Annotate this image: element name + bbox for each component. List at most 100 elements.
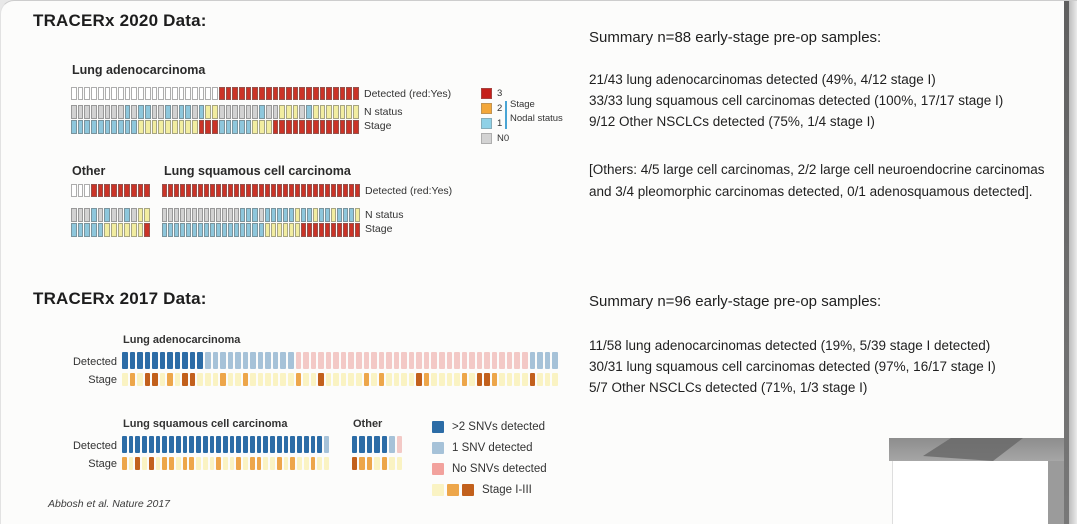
- heatmap-cell: [242, 373, 249, 386]
- heatmap-cell: [138, 87, 144, 100]
- heatmap-cell: [280, 352, 287, 369]
- heatmap-cell: [446, 373, 453, 386]
- heatmap-cell: [303, 436, 309, 453]
- heatmap-cell: [279, 87, 285, 100]
- heatmap-cell: [152, 373, 158, 386]
- heatmap-cell: [186, 223, 192, 237]
- heatmap-cell: [228, 223, 234, 237]
- heatmap-cell: [84, 87, 91, 100]
- stage1-code: 1: [497, 118, 503, 129]
- heatmap-cell: [196, 457, 201, 470]
- heatmap-cell: [300, 208, 306, 222]
- heatmap-cell: [292, 87, 299, 100]
- heatmap-cell: [393, 373, 400, 386]
- heatmap-cell: [234, 208, 240, 222]
- heatmap-cell: [91, 208, 97, 222]
- heatmap-cell: [238, 120, 245, 134]
- heatmap-cell: [252, 223, 258, 237]
- heatmap-cell: [77, 87, 84, 100]
- overlay-dark-shape: [923, 438, 1023, 461]
- heatmap-cell: [192, 208, 198, 222]
- overlay-white-panel: [892, 461, 1049, 524]
- heatmap-cell: [97, 120, 104, 134]
- heatmap-cell: [286, 120, 292, 134]
- summary-2017-line: 5/7 Other NSCLCs detected (71%, 1/3 stag…: [589, 380, 868, 395]
- heatmap-cell: [162, 436, 168, 453]
- section-title-2020: TRACERx 2020 Data:: [33, 11, 207, 30]
- heatmap-cell: [167, 352, 173, 369]
- heatmap-cell: [280, 373, 287, 386]
- heatmap-cell: [283, 457, 289, 470]
- heatmap-cell: [276, 208, 282, 222]
- heatmap-cell: [258, 208, 264, 222]
- heatmap-cell: [514, 352, 520, 369]
- heatmap-cell: [91, 120, 97, 134]
- heatmap-cell: [167, 373, 173, 386]
- heatmap-cell: [386, 352, 392, 369]
- heatmap-cell: [148, 457, 154, 470]
- heatmap-cell: [537, 352, 543, 369]
- heatmap-cell: [144, 184, 151, 197]
- heatmap-cell: [300, 184, 306, 197]
- heatmap-cell: [158, 87, 165, 100]
- heatmap-cell: [499, 373, 505, 386]
- lusc-2020-detected-strip: [162, 184, 361, 197]
- heatmap-cell: [205, 87, 212, 100]
- heatmap-cell: [122, 352, 128, 369]
- lusc-2017-title: Lung squamous cell carcinoma: [123, 418, 288, 430]
- heatmap-cell: [189, 457, 195, 470]
- heatmap-cell: [205, 105, 212, 119]
- stage3-code: 3: [497, 88, 503, 99]
- heatmap-cell: [342, 223, 348, 237]
- stage2-swatch: [481, 103, 492, 114]
- heatmap-cell: [202, 457, 208, 470]
- heatmap-cell: [228, 184, 234, 197]
- heatmap-cell: [159, 373, 166, 386]
- heatmap-cell: [118, 120, 124, 134]
- heatmap-cell: [175, 436, 181, 453]
- heatmap-cell: [348, 184, 354, 197]
- heatmap-cell: [245, 120, 252, 134]
- other-2020-stage-strip: [71, 223, 151, 237]
- heatmap-cell: [191, 120, 198, 134]
- heatmap-cell: [104, 120, 111, 134]
- heatmap-cell: [174, 373, 181, 386]
- stage2-code: 2: [497, 103, 503, 114]
- heatmap-cell: [355, 208, 361, 222]
- heatmap-cell: [252, 208, 258, 222]
- heatmap-cell: [135, 436, 141, 453]
- heatmap-cell: [197, 352, 204, 369]
- heatmap-cell: [227, 373, 234, 386]
- heatmap-cell: [71, 87, 77, 100]
- heatmap-cell: [283, 436, 289, 453]
- heatmap-cell: [326, 87, 333, 100]
- heatmap-cell: [169, 457, 174, 470]
- heatmap-cell: [408, 373, 415, 386]
- heatmap-cell: [180, 208, 186, 222]
- heatmap-cell: [259, 87, 265, 100]
- heatmap-cell: [310, 436, 316, 453]
- heatmap-cell: [204, 208, 210, 222]
- heatmap-cell: [137, 184, 144, 197]
- heatmap-cell: [324, 208, 330, 222]
- heatmap-cell: [171, 87, 178, 100]
- heatmap-cell: [294, 208, 300, 222]
- heatmap-cell: [303, 352, 309, 369]
- heatmap-cell: [192, 184, 198, 197]
- legend-2020-nodal-group-label: Nodal status: [510, 113, 563, 124]
- heatmap-cell: [256, 457, 262, 470]
- heatmap-cell: [155, 457, 161, 470]
- heatmap-cell: [91, 184, 97, 197]
- heatmap-cell: [137, 352, 143, 369]
- heatmap-cell: [371, 352, 377, 369]
- heatmap-cell: [312, 87, 319, 100]
- stage1-3-swatch-light: [432, 484, 444, 496]
- heatmap-cell: [77, 184, 84, 197]
- heatmap-cell: [431, 373, 437, 386]
- heatmap-cell: [178, 105, 185, 119]
- heatmap-cell: [222, 184, 228, 197]
- heatmap-cell: [521, 373, 528, 386]
- heatmap-cell: [401, 352, 407, 369]
- heatmap-cell: [223, 436, 228, 453]
- legend-2017-item: No SNVs detected: [432, 462, 547, 476]
